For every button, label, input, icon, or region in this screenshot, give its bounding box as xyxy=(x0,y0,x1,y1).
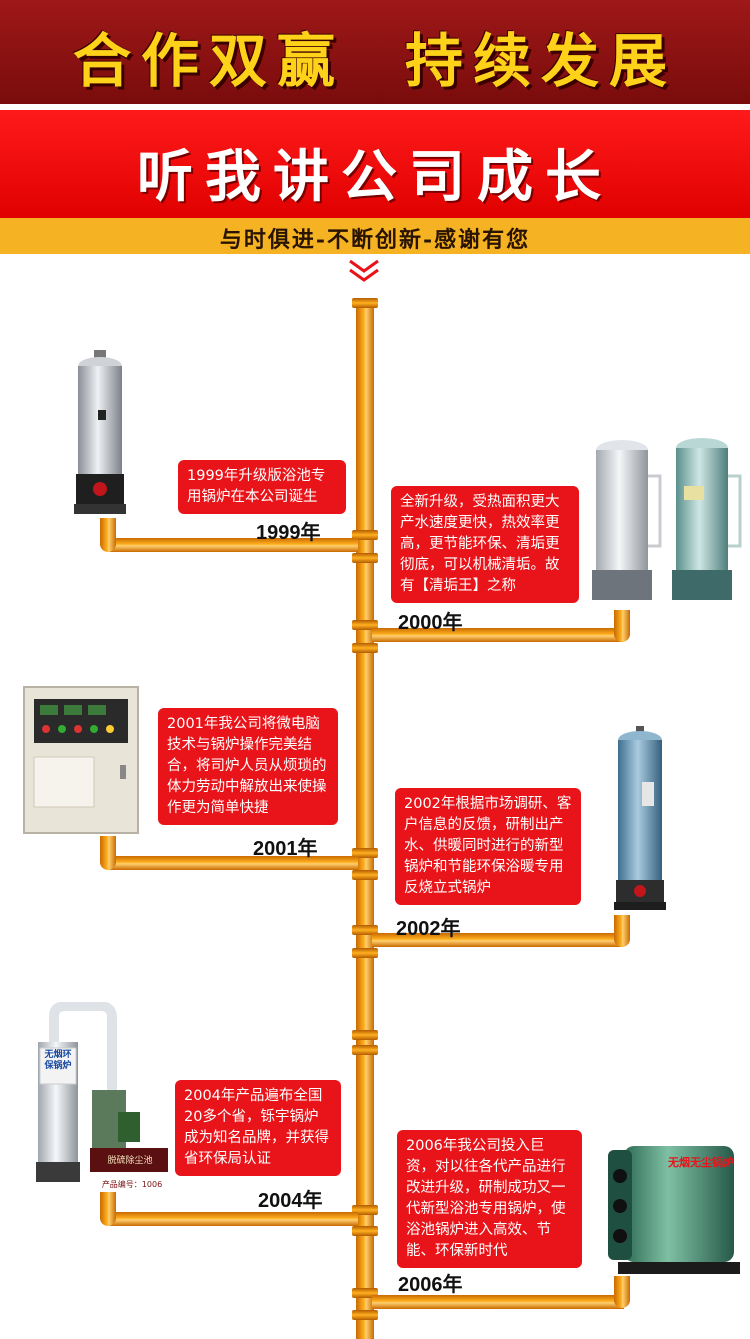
branch-pipe-2004 xyxy=(108,1212,358,1226)
pipe-joint xyxy=(352,925,378,935)
branch-tail-2000 xyxy=(614,610,630,642)
pipe-joint xyxy=(352,620,378,630)
caption-2002: 2002年根据市场调研、客户信息的反馈，研制出产水、供暖同时进行的新型锅炉和节能… xyxy=(395,788,581,905)
title-banner: 听我讲公司成长 xyxy=(0,106,750,220)
boiler-2002-image xyxy=(614,726,666,910)
subtitle-bar: 与时俱进-不断创新-感谢有您 xyxy=(0,218,750,254)
timeline-main-pipe xyxy=(356,300,374,1339)
header-banner: 合作双赢持续发展 xyxy=(0,0,750,104)
caption-2006: 2006年我公司投入巨资，对以往各代产品进行改进升级，研制成功又一代新型浴池专用… xyxy=(397,1130,582,1268)
pipe-joint xyxy=(352,553,378,563)
branch-pipe-1999 xyxy=(108,538,358,552)
branch-pipe-2001 xyxy=(108,856,358,870)
year-2004: 2004年 xyxy=(258,1190,323,1212)
branch-tail-2001 xyxy=(100,836,116,870)
caption-2000: 全新升级，受热面积更大产水速度更快，热效率更高，更节能环保、清垢更彻底，可以机械… xyxy=(391,486,579,603)
slogan-left: 合作双赢 xyxy=(72,27,345,95)
caption-2001: 2001年我公司将微电脑技术与锅炉操作完美结合，将司炉人员从烦琐的体力劳动中解放… xyxy=(158,708,338,825)
branch-tail-2006 xyxy=(614,1276,630,1308)
page-title: 听我讲公司成长 xyxy=(137,145,613,210)
year-2006: 2006年 xyxy=(398,1274,463,1296)
slogan: 合作双赢持续发展 xyxy=(0,14,750,98)
pipe-joint xyxy=(352,948,378,958)
caption-1999: 1999年升级版浴池专用锅炉在本公司诞生 xyxy=(178,460,346,514)
year-2000: 2000年 xyxy=(398,612,463,634)
year-2001: 2001年 xyxy=(253,838,318,860)
branch-pipe-2000 xyxy=(372,628,624,642)
pipe-joint xyxy=(352,643,378,653)
slogan-right: 持续发展 xyxy=(405,27,678,95)
year-2002: 2002年 xyxy=(396,918,461,940)
page-subtitle: 与时俱进-不断创新-感谢有您 xyxy=(219,227,531,253)
boiler-2006-sign: 无烟无尘锅炉 xyxy=(668,1156,734,1169)
pipe-joint xyxy=(352,870,378,880)
boiler-2000-image xyxy=(592,438,742,600)
chevron-down-icon xyxy=(349,259,379,282)
pipe-joint xyxy=(352,848,378,858)
caption-2004: 2004年产品遍布全国20多个省，铄宇锅炉成为知名品牌，并获得省环保局认证 xyxy=(175,1080,341,1176)
boiler-2004-serial: 产品编号：1006 xyxy=(101,1180,163,1189)
branch-pipe-2006 xyxy=(372,1295,624,1309)
pipe-joint xyxy=(352,1045,378,1055)
pipe-joint xyxy=(352,530,378,540)
boiler-2004-image xyxy=(36,1002,168,1182)
pipe-joint xyxy=(352,1310,378,1320)
pipe-joint xyxy=(352,1288,378,1298)
boiler-2006-image xyxy=(608,1146,740,1274)
boiler-2004-box-label: 脱硫除尘池 xyxy=(107,1156,153,1166)
pipe-joint xyxy=(352,1205,378,1215)
control-panel-2001-image xyxy=(23,686,139,834)
year-1999: 1999年 xyxy=(256,522,321,544)
branch-tail-2004 xyxy=(100,1192,116,1226)
branch-pipe-2002 xyxy=(372,933,624,947)
pipe-joint xyxy=(352,298,378,308)
boiler-1999-image xyxy=(74,350,126,514)
pipe-joint xyxy=(352,1030,378,1040)
branch-tail-1999 xyxy=(100,518,116,552)
boiler-2004-sign: 无烟环保锅炉 xyxy=(44,1050,72,1071)
branch-tail-2002 xyxy=(614,915,630,947)
pipe-joint xyxy=(352,1226,378,1236)
